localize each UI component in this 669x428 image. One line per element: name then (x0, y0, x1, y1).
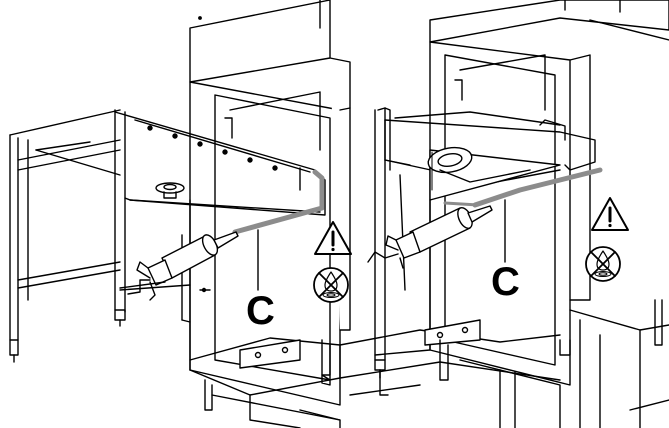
sealant-bead-right (443, 167, 603, 208)
left-cabinet-body (189, 0, 351, 406)
no-water-icon-right (585, 246, 621, 282)
no-water-icon (313, 267, 349, 303)
left-work-table (114, 109, 326, 371)
warning-triangle-icon-right (591, 197, 629, 231)
front-lower-cabinets (189, 299, 669, 428)
left-stand-frame (9, 109, 121, 363)
callout-label-right: C (491, 260, 520, 304)
callout-label-left: C (246, 289, 275, 333)
sealant-bead-left (232, 169, 325, 235)
warning-triangle-icon (314, 221, 352, 255)
middle-work-table (374, 107, 596, 379)
sealant-cartridge-icon (119, 231, 239, 301)
sealant-cartridge-icon-right (367, 205, 493, 269)
